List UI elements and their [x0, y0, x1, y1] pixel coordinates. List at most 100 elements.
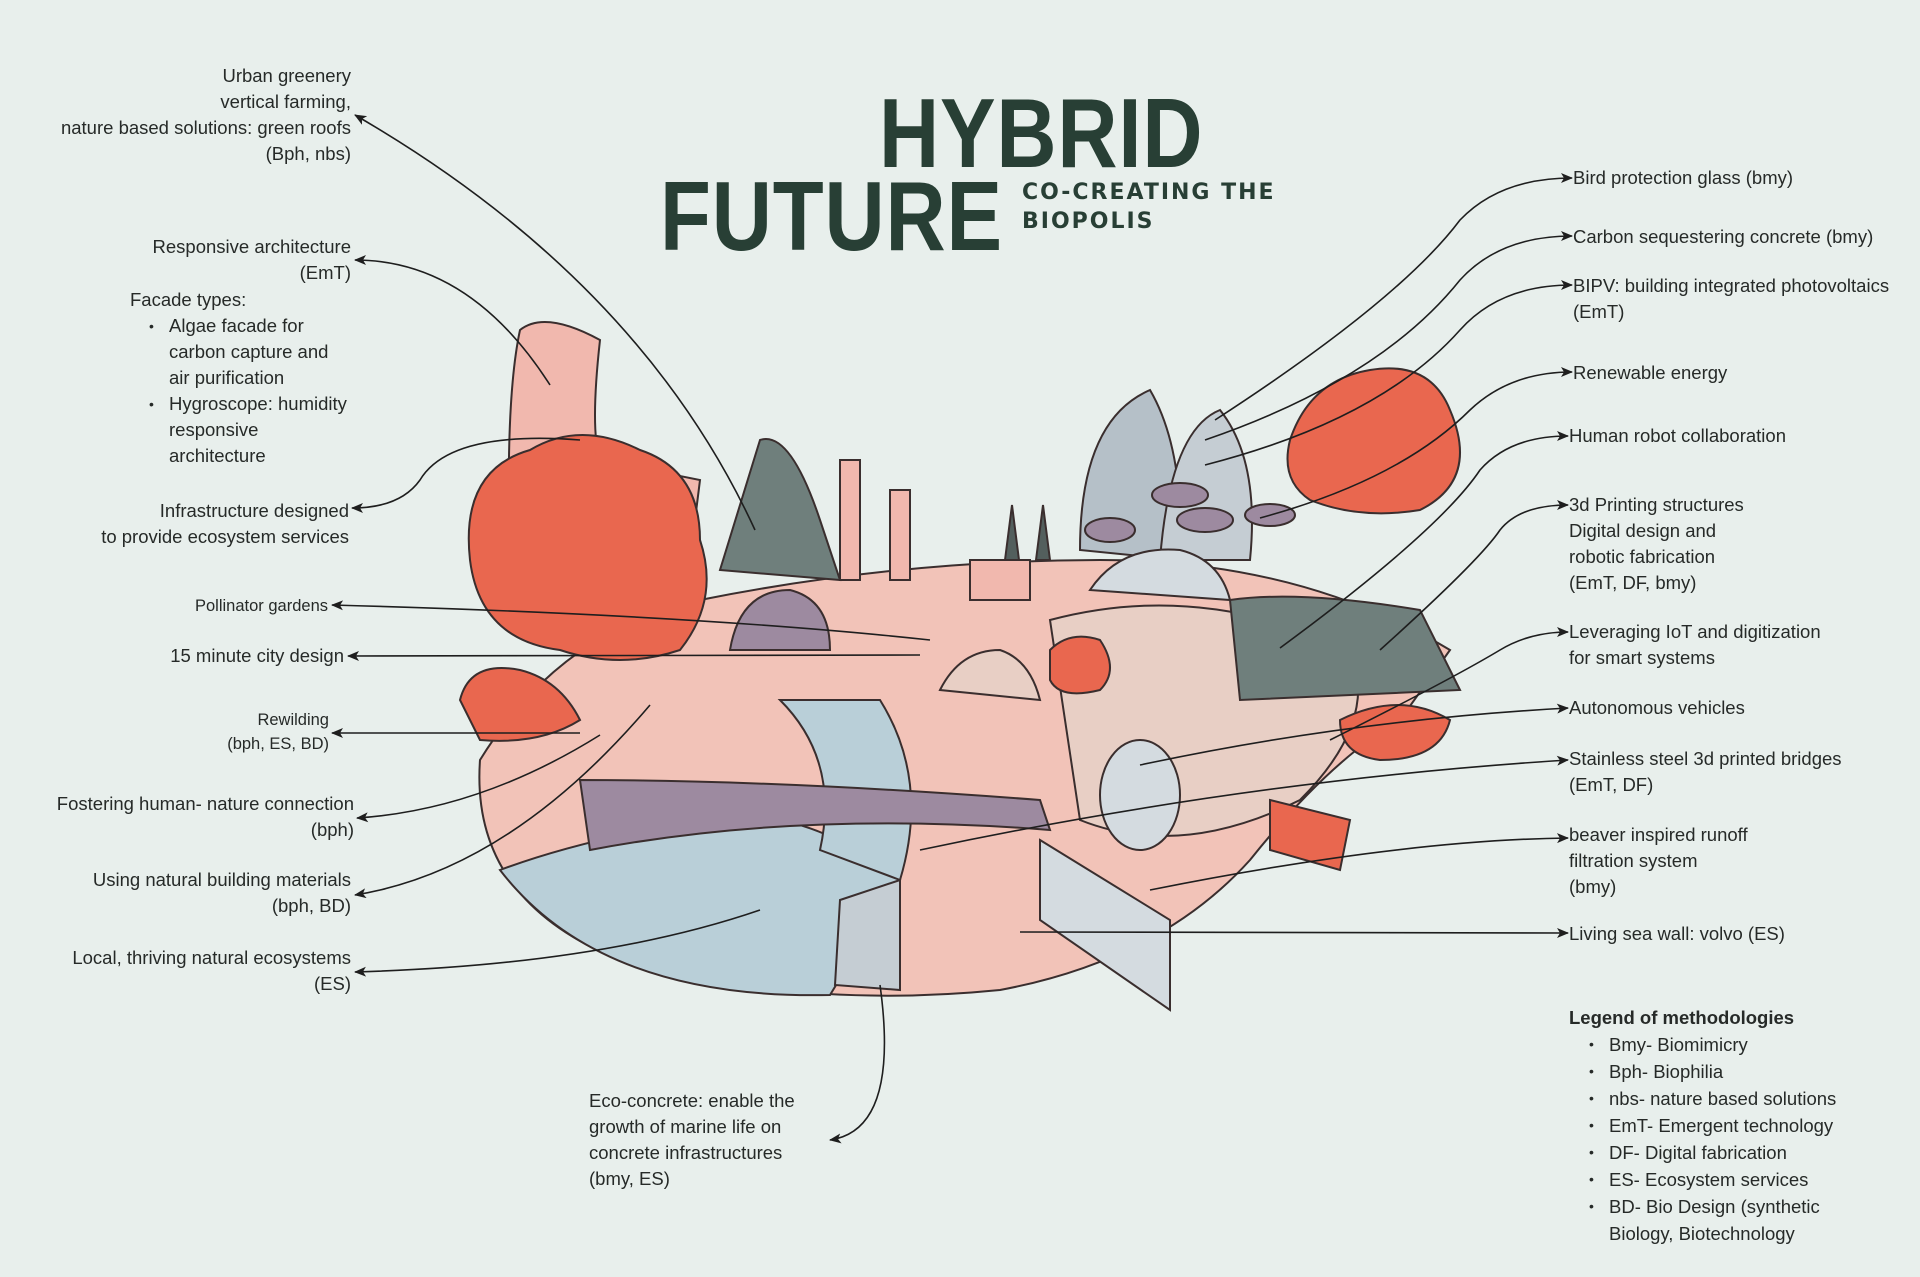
label-line: Fostering human- nature connection [56, 793, 354, 814]
domes [728, 548, 1232, 702]
label-line: Eco-concrete: enable the [589, 1090, 795, 1111]
label-human-robot: Human robot collaboration [1569, 423, 1786, 449]
arrow-materials [354, 704, 651, 899]
label-line: Rewilding [257, 711, 329, 729]
subtitle-line: BIOPOLIS [1022, 209, 1155, 234]
arrow-infrastructure [351, 437, 581, 513]
stainless-bridge [578, 778, 1052, 852]
label-line: (ES) [314, 973, 351, 994]
arrow-renewable [1259, 367, 1573, 519]
label-line: (EmT) [1573, 301, 1625, 322]
label-line: vertical farming, [220, 91, 351, 112]
label-line: (EmT, DF) [1569, 774, 1654, 795]
autonomous-pod [1099, 739, 1181, 851]
title-future: FUTURE [660, 161, 1003, 271]
label-line: Local, thriving natural ecosystems [72, 947, 351, 968]
arrow-bipv [1204, 280, 1573, 466]
label-line: Hygroscope: humidity [169, 393, 347, 414]
robot-workshop [1228, 595, 1462, 702]
label-line: Digital design and [1569, 520, 1717, 541]
green-hill [718, 438, 911, 582]
facade-item: Algae facade for carbon capture and air … [149, 313, 347, 391]
trees [458, 367, 1461, 872]
label-beaver-filtration: beaver inspired runoff filtration system… [1569, 822, 1748, 900]
label-rewilding: Rewilding (bph, ES, BD) [227, 708, 329, 756]
label-natural-materials: Using natural building materials (bph, B… [93, 867, 351, 919]
sea-wall [833, 838, 1171, 1012]
label-line: carbon capture and [169, 341, 329, 362]
label-sea-wall: Living sea wall: volvo (ES) [1569, 921, 1785, 947]
label-facade-types: Facade types: Algae facade for carbon ca… [130, 287, 347, 469]
label-line: Stainless steel 3d printed bridges [1569, 748, 1842, 769]
arrow-sea-wall [1019, 927, 1569, 938]
arrow-pollinator [331, 600, 931, 641]
label-line: 15 minute city design [170, 645, 344, 666]
label-line: (EmT, DF, bmy) [1569, 572, 1697, 593]
label-bipv: BIPV: building integrated photovoltaics … [1573, 273, 1889, 325]
label-line: nature based solutions: green roofs [60, 117, 351, 138]
label-line: (EmT) [299, 262, 351, 283]
arrow-responsive [354, 255, 551, 386]
label-pollinator-gardens: Pollinator gardens [195, 594, 328, 618]
solar-discs [1084, 482, 1296, 543]
legend-item: EmT- Emergent technology [1589, 1112, 1836, 1139]
legend-list: Bmy- Biomimicry Bph- Biophilia nbs- natu… [1589, 1031, 1836, 1247]
legend-item: Bmy- Biomimicry [1589, 1031, 1836, 1058]
label-line: air purification [169, 367, 285, 388]
legend-title: Legend of methodologies [1569, 1007, 1795, 1028]
label-urban-greenery: Urban greenery vertical farming, nature … [61, 63, 351, 167]
arrow-fostering [356, 734, 601, 823]
legend-item: DF- Digital fabrication [1589, 1139, 1836, 1166]
label-line: concrete infrastructures [589, 1142, 783, 1163]
label-line: growth of marine life on [589, 1116, 782, 1137]
label-line: Carbon sequestering concrete (bmy) [1573, 226, 1874, 247]
arrow-bird [1214, 173, 1573, 421]
label-line: (Bph, nbs) [265, 143, 351, 164]
label-line: Algae facade for [169, 315, 304, 336]
label-line: (bph, ES, BD) [227, 735, 329, 753]
label-renewable: Renewable energy [1573, 360, 1727, 386]
label-line: beaver inspired runoff [1569, 824, 1748, 845]
label-stainless-bridges: Stainless steel 3d printed bridges (EmT,… [1569, 746, 1842, 798]
legend-item: Bph- Biophilia [1589, 1058, 1836, 1085]
church [969, 504, 1052, 601]
label-line: Urban greenery [222, 65, 351, 86]
label-line: to provide ecosystem services [101, 526, 349, 547]
label-line: (bph, BD) [271, 895, 351, 916]
label-15-minute-city: 15 minute city design [170, 643, 344, 669]
label-carbon-concrete: Carbon sequestering concrete (bmy) [1573, 224, 1873, 250]
label-3d-printing: 3d Printing structures Digital design an… [1569, 492, 1744, 596]
callout-arrows [331, 114, 1573, 1144]
arrow-printing [1379, 500, 1569, 651]
arrow-iot [1329, 627, 1569, 741]
label-line: robotic fabrication [1569, 546, 1716, 567]
arrow-beaver [1149, 833, 1569, 891]
label-infrastructure: Infrastructure designed to provide ecosy… [101, 498, 349, 550]
arrow-local [354, 909, 761, 977]
label-line: BIPV: building integrated photovoltaics [1573, 275, 1890, 296]
label-line: architecture [169, 445, 266, 466]
legend-item: nbs- nature based solutions [1589, 1085, 1836, 1112]
label-line: Renewable energy [1573, 362, 1728, 383]
label-line: filtration system [1569, 850, 1698, 871]
label-fostering: Fostering human- nature connection (bph) [57, 791, 354, 843]
label-line: for smart systems [1569, 647, 1715, 668]
label-line: Human robot collaboration [1569, 425, 1786, 446]
label-line: responsive [169, 419, 259, 440]
arrow-fifteen [347, 650, 921, 661]
label-line: (bmy) [1569, 876, 1617, 897]
label-line: Responsive architecture [152, 236, 351, 257]
subtitle-line: CO-CREATING THE [1022, 180, 1276, 205]
arrow-human-robot [1279, 431, 1569, 649]
label-line: Autonomous vehicles [1569, 697, 1745, 718]
label-eco-concrete: Eco-concrete: enable the growth of marin… [589, 1088, 795, 1192]
label-line: Leveraging IoT and digitization [1569, 621, 1821, 642]
arrow-urban [354, 114, 756, 531]
label-bird-glass: Bird protection glass (bmy) [1573, 165, 1793, 191]
facade-title: Facade types: [130, 289, 247, 310]
arrow-carbon [1204, 231, 1573, 441]
legend-item: ES- Ecosystem services [1589, 1166, 1836, 1193]
arrow-autonomous [1139, 703, 1569, 766]
label-line: (bmy, ES) [589, 1168, 670, 1189]
